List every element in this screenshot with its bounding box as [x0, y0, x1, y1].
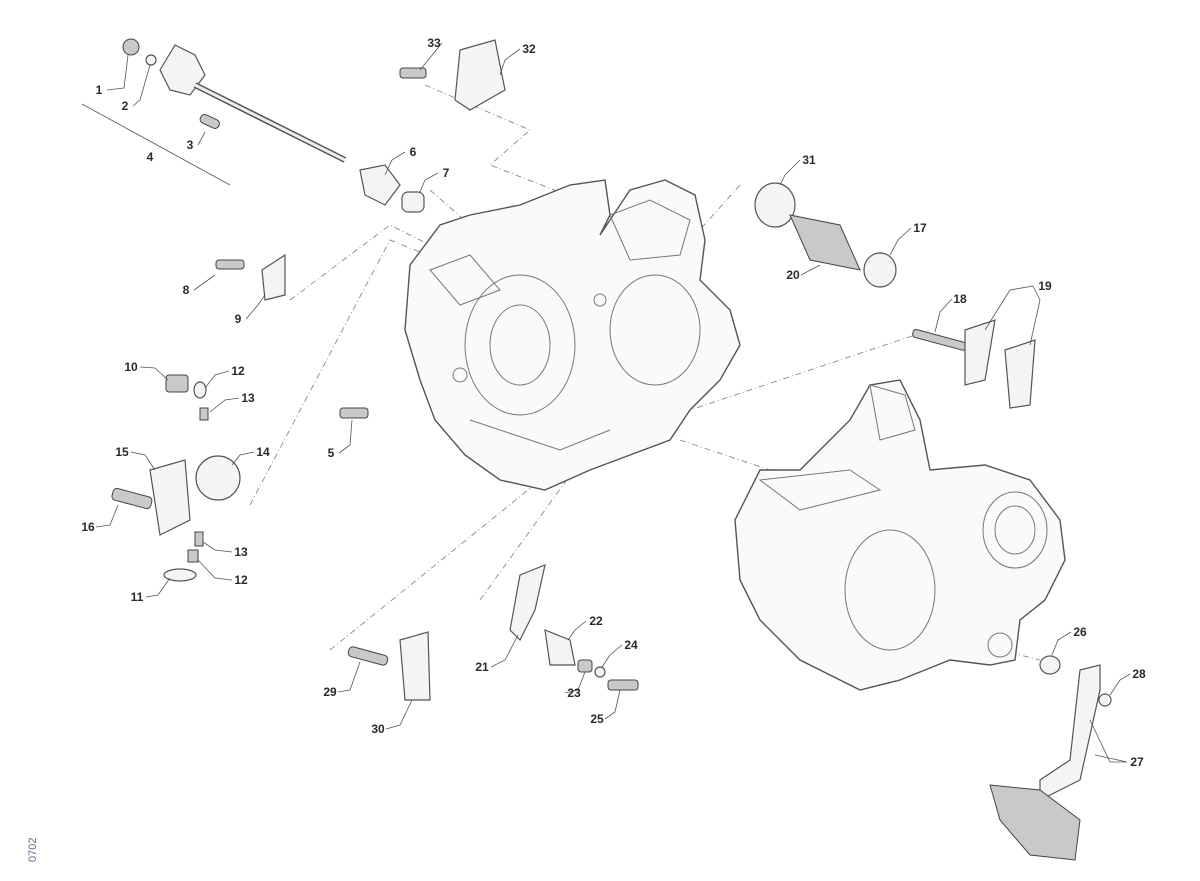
- left-crankcase-half: [404, 179, 741, 491]
- callout-15: 15: [115, 445, 129, 459]
- callout-26: 26: [1073, 625, 1087, 639]
- callout-8: 8: [183, 283, 190, 297]
- callout-16: 16: [81, 520, 95, 534]
- diagram-code: 0702: [27, 838, 39, 862]
- callout-21: 21: [475, 660, 489, 674]
- callout-9: 9: [235, 312, 242, 326]
- right-crankcase-half: [734, 379, 1066, 691]
- callout-13: 13: [234, 545, 248, 559]
- callout-1: 1: [96, 83, 103, 97]
- callout-7: 7: [443, 166, 450, 180]
- callout-12: 12: [234, 573, 248, 587]
- kickstart-shaft-group: [81, 38, 425, 213]
- callout-30: 30: [371, 722, 385, 736]
- callout-14: 14: [256, 445, 270, 459]
- callout-31: 31: [802, 153, 816, 167]
- callout-13: 13: [241, 391, 255, 405]
- callout-labels: 1 2 3 4 33 32 6 7 31 17 20 8 9 18 19 10 …: [81, 36, 1146, 769]
- callout-10: 10: [124, 360, 138, 374]
- callout-22: 22: [589, 614, 603, 628]
- callout-28: 28: [1132, 667, 1146, 681]
- callout-25: 25: [590, 712, 604, 726]
- callout-27: 27: [1130, 755, 1144, 769]
- callout-17: 17: [913, 221, 927, 235]
- callout-19: 19: [1038, 279, 1052, 293]
- callout-29: 29: [323, 685, 337, 699]
- callout-11: 11: [131, 590, 144, 604]
- callout-33: 33: [427, 36, 441, 50]
- callout-leader-lines: [95, 42, 1131, 763]
- callout-12: 12: [231, 364, 245, 378]
- small-parts: [111, 39, 1112, 861]
- callout-23: 23: [567, 686, 581, 700]
- callout-2: 2: [122, 99, 129, 113]
- callout-3: 3: [187, 138, 194, 152]
- callout-24: 24: [624, 638, 638, 652]
- callout-6: 6: [410, 145, 417, 159]
- callout-4: 4: [147, 150, 154, 164]
- callout-18: 18: [953, 292, 967, 306]
- callout-20: 20: [786, 268, 800, 282]
- callout-5: 5: [328, 446, 335, 460]
- callout-32: 32: [522, 42, 536, 56]
